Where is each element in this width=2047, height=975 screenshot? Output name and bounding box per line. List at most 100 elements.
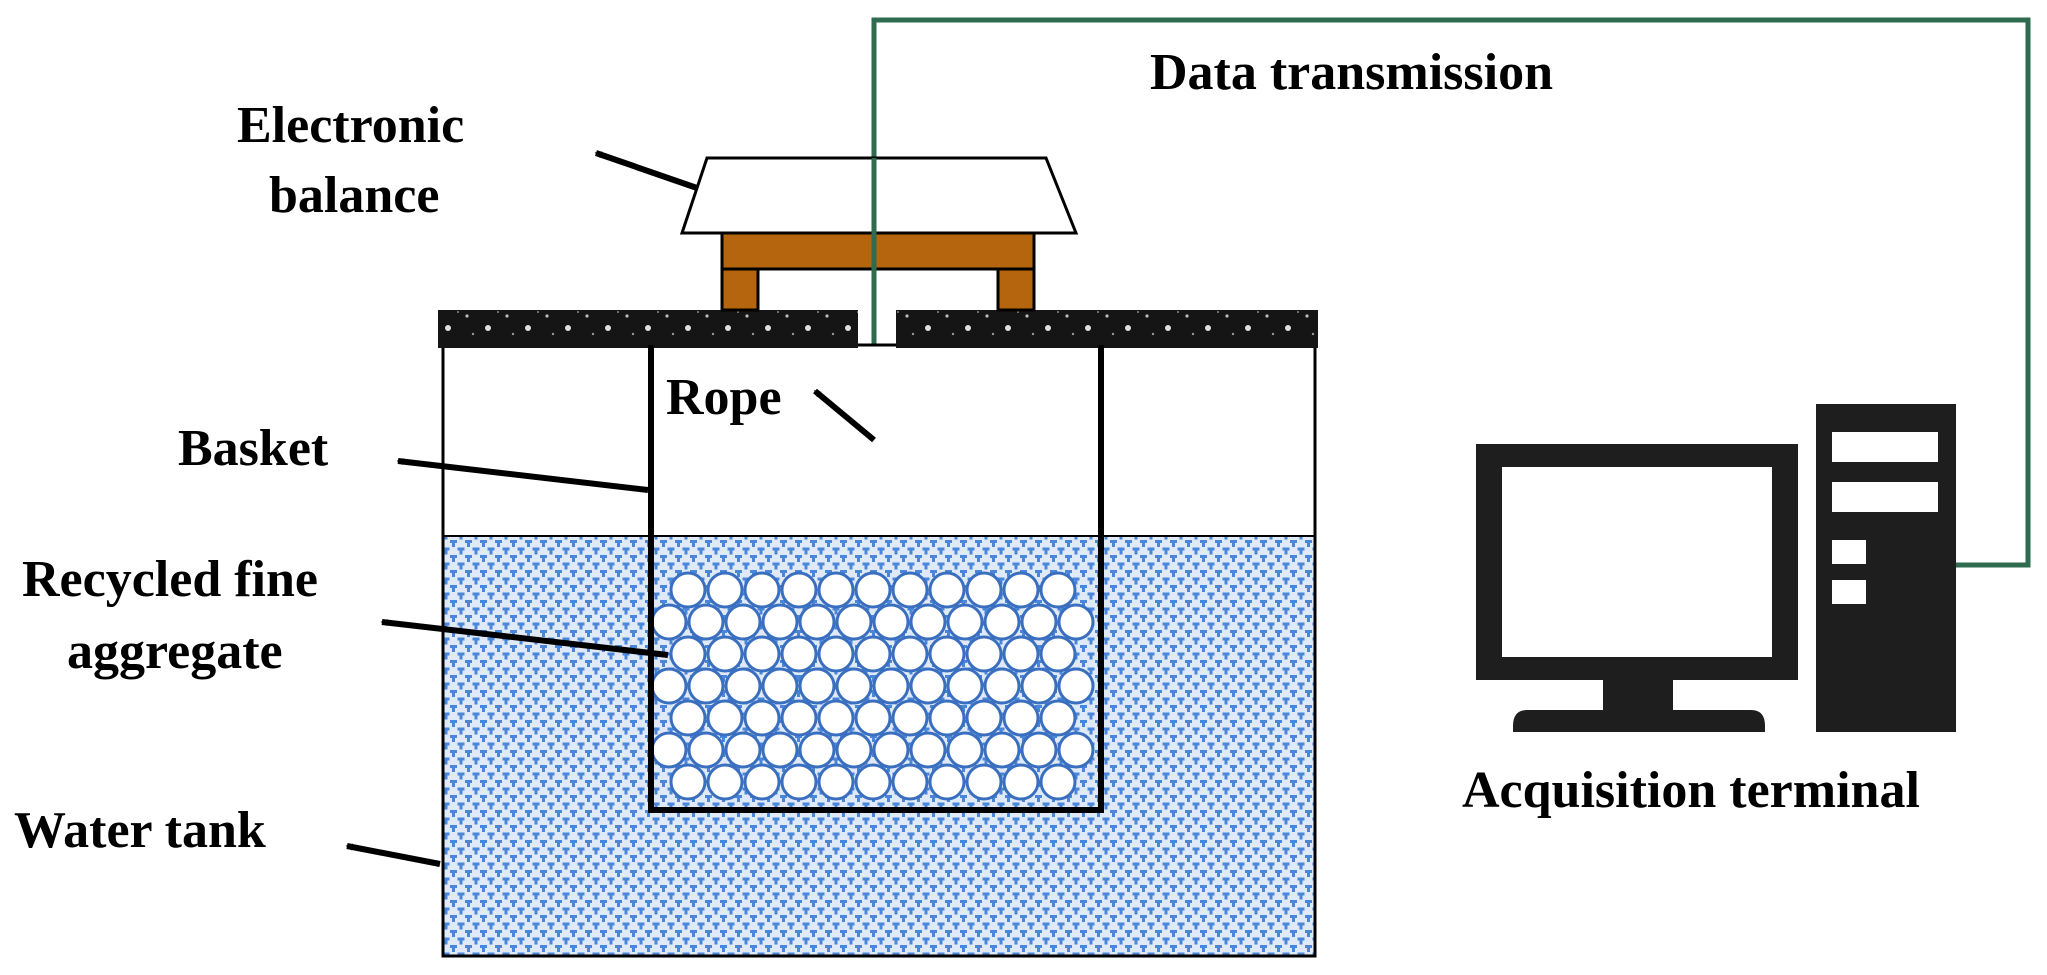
tower-drive-bay	[1832, 482, 1938, 512]
aggregate-particle	[891, 571, 929, 609]
aggregate-particle	[928, 763, 966, 801]
aggregate-particle	[669, 571, 707, 609]
arrow-rope	[813, 388, 876, 443]
aggregate-particle	[983, 667, 1021, 705]
aggregate-particle	[965, 571, 1003, 609]
aggregate-particle	[965, 699, 1003, 737]
aggregate-particle	[761, 603, 799, 641]
recycled-aggregate-label-line2: aggregate	[67, 623, 283, 680]
aggregate-particle	[891, 635, 929, 673]
aggregate-particle	[780, 699, 818, 737]
aggregate-particle	[706, 699, 744, 737]
aggregate-particle	[928, 699, 966, 737]
aggregate-particle	[835, 731, 873, 769]
aggregate-particle	[780, 763, 818, 801]
aggregate-particle	[909, 731, 947, 769]
tower-drive-bay	[1832, 432, 1938, 462]
aggregate-particle	[651, 603, 688, 641]
aggregate-particle	[817, 571, 855, 609]
tank-outline	[441, 343, 1317, 958]
rope-label: Rope	[666, 369, 782, 426]
aggregate-particle	[854, 635, 892, 673]
aggregate-particle	[891, 763, 929, 801]
aggregate-particle	[1002, 635, 1040, 673]
aggregate-particle	[1039, 635, 1077, 673]
aggregate-particle	[706, 763, 744, 801]
water-tank-label: Water tank	[14, 802, 266, 859]
monitor-screen	[1502, 467, 1772, 657]
aggregate-particle	[983, 603, 1021, 641]
aggregate-particle	[817, 635, 855, 673]
aggregate-particle	[854, 571, 892, 609]
aggregate-particle	[743, 571, 781, 609]
aggregate-particle	[1039, 699, 1077, 737]
tower-button	[1832, 540, 1866, 564]
arrow-electronic-balance	[594, 150, 698, 191]
aggregate-particle	[798, 667, 836, 705]
aggregate-particle	[706, 571, 744, 609]
aggregate-particle	[1057, 731, 1095, 769]
aggregate-particle	[817, 699, 855, 737]
electronic-balance-label-line2: balance	[269, 167, 439, 224]
aggregate-particle	[780, 635, 818, 673]
aggregate-particle	[1020, 731, 1058, 769]
aggregate-particle	[724, 731, 762, 769]
aggregate-particle	[761, 667, 799, 705]
tank-lid-right	[896, 310, 1318, 348]
aggregate-particle	[891, 699, 929, 737]
acquisition-terminal-label: Acquisition terminal	[1462, 762, 1920, 819]
aggregate-particle	[761, 731, 799, 769]
aggregate-particle	[909, 667, 947, 705]
aggregate-particle	[817, 763, 855, 801]
aggregate-particle	[798, 731, 836, 769]
aggregate-particle	[706, 635, 744, 673]
aggregate-particle	[946, 731, 984, 769]
aggregate-particle	[669, 635, 707, 673]
aggregate-particle	[946, 603, 984, 641]
aggregate-particle	[669, 763, 707, 801]
aggregate-particle	[965, 763, 1003, 801]
aggregate-particle	[651, 667, 688, 705]
aggregate-particle	[743, 699, 781, 737]
aggregate-particle	[1002, 571, 1040, 609]
aggregate-particle	[1057, 667, 1095, 705]
electronic-balance-label-line1: Electronic	[237, 97, 464, 154]
aggregate-particle	[835, 603, 873, 641]
aggregate-particle	[835, 667, 873, 705]
aggregate-particle	[1002, 763, 1040, 801]
aggregate-particle	[909, 603, 947, 641]
aggregate-particle	[854, 699, 892, 737]
arrow-recycled-aggregate	[380, 619, 669, 658]
aggregate-particle	[965, 635, 1003, 673]
aggregate-particle	[1057, 603, 1095, 641]
aggregate-particle	[724, 603, 762, 641]
tower-button	[1832, 580, 1866, 604]
arrow-basket	[396, 458, 649, 493]
recycled-aggregate-particles	[651, 571, 1095, 801]
recycled-aggregate-label-line1: Recycled fine	[22, 551, 318, 608]
aggregate-particle	[1002, 699, 1040, 737]
monitor-neck	[1603, 680, 1673, 710]
aggregate-particle	[854, 763, 892, 801]
balance-stand	[720, 231, 1036, 312]
aggregate-particle	[743, 635, 781, 673]
desktop-computer-icon	[1476, 404, 1956, 732]
aggregate-particle	[946, 667, 984, 705]
aggregate-particle	[798, 603, 836, 641]
aggregate-particle	[687, 731, 725, 769]
aggregate-particle	[743, 763, 781, 801]
aggregate-particle	[780, 571, 818, 609]
aggregate-particle	[928, 571, 966, 609]
aggregate-particle	[687, 667, 725, 705]
aggregate-particle	[687, 603, 725, 641]
aggregate-particle	[669, 699, 707, 737]
aggregate-particle	[1039, 763, 1077, 801]
aggregate-particle	[1020, 667, 1058, 705]
aggregate-particle	[872, 731, 910, 769]
aggregate-particle	[872, 603, 910, 641]
aggregate-particle	[872, 667, 910, 705]
tank-air-space	[443, 345, 1315, 536]
electronic-balance	[679, 156, 1079, 235]
aggregate-particle	[651, 731, 688, 769]
